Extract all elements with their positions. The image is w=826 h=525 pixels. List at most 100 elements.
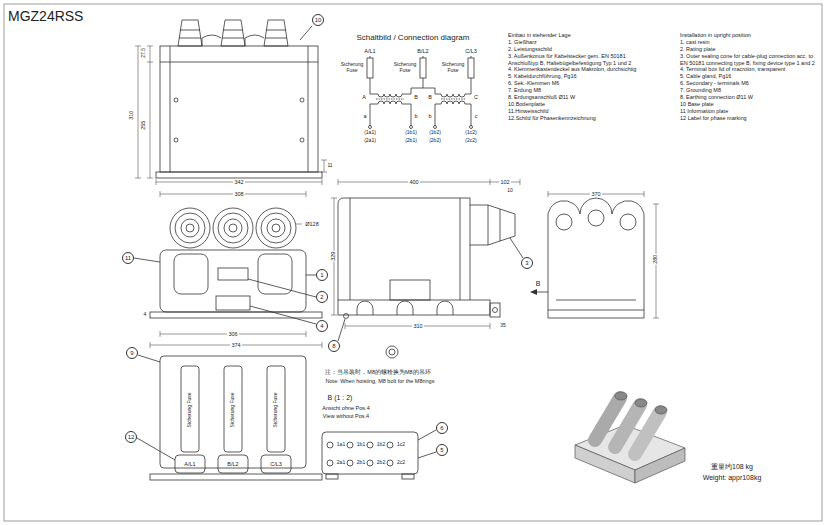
text-label: 1b1: [357, 442, 365, 448]
parts-list-item: 4. Terminal box lid of macrolon, transpa…: [680, 66, 816, 73]
callout-number: 9: [126, 347, 138, 359]
text-label: 2c2: [397, 460, 405, 466]
callout-number: 11: [122, 252, 134, 264]
parts-list-item: Installation in upright position: [680, 32, 816, 39]
parts-list-item: 2. Leistungsschild: [508, 46, 643, 53]
callout-number-text: 2: [320, 294, 323, 300]
text-label: Sicherung Fuse: [273, 392, 279, 427]
callout-number: 3: [521, 257, 533, 269]
callout-number: 12: [125, 431, 137, 443]
text-label: 4: [144, 312, 147, 318]
text-label: 1a1: [337, 442, 345, 448]
text-label: A/L1: [184, 461, 195, 467]
text-label: (1b1): [405, 130, 417, 136]
callout-number-text: 11: [125, 255, 131, 261]
parts-list-item: 4. Klemmenkastendeckel aus Makrolon, dur…: [508, 66, 643, 73]
dimension-label: 342: [233, 179, 244, 185]
text-label: C/L3: [270, 461, 282, 467]
callout-number: 8: [328, 340, 340, 352]
parts-list-item: 12.Schild für Phasenkennzeichnung: [508, 115, 643, 122]
drawing-title: MGZ24RSS: [8, 8, 83, 24]
callout-number-text: 8: [332, 343, 335, 349]
parts-list-item: 10 Base plate: [680, 101, 816, 108]
text-label: B: [414, 94, 418, 100]
text-label: B: [428, 94, 432, 100]
text-label: 255: [141, 120, 147, 129]
text-label: (2b1): [405, 138, 417, 144]
parts-list-item: 8. Erdungsanschluß Ø11 W: [508, 94, 643, 101]
parts-list: Einbau in stehender Lage1. Gießharz2. Le…: [508, 32, 643, 121]
text-label: a: [363, 113, 366, 119]
text-label: (1a1): [364, 130, 376, 136]
text-label: Ø128: [305, 221, 318, 227]
text-label: C/L3: [465, 48, 477, 54]
parts-list-item: 5. Kabeldurchführung, Pg16: [508, 73, 643, 80]
text-label: c: [475, 113, 478, 119]
parts-list-item: 7. Erdung M8: [508, 87, 643, 94]
text-label: 27.5: [141, 48, 147, 58]
parts-list: Installation in upright position1. cast …: [680, 32, 816, 121]
parts-list-item: 11 Information plate: [680, 108, 816, 115]
text-label: Sicherung Fuse: [440, 62, 466, 74]
text-label: b: [428, 113, 431, 119]
text-label: B (1 : 2): [328, 394, 353, 402]
callout-number: 1: [316, 269, 328, 281]
parts-list-item: 8. Earthing connection Ø11 W: [680, 94, 816, 101]
text-label: View without Pos.4: [323, 413, 369, 419]
text-label: 35: [500, 323, 506, 329]
callout-number: 2: [316, 291, 328, 303]
text-label: 11: [327, 163, 332, 169]
text-label: 1b2: [377, 442, 385, 448]
parts-list-item: 11.Hinweisschild: [508, 108, 643, 115]
dimension-label: 102: [499, 179, 510, 185]
text-label: 2a1: [337, 460, 345, 466]
text-label: (2c2): [465, 138, 476, 144]
dimension-label: 310: [412, 323, 423, 329]
parts-list-item: 1. Gießharz: [508, 39, 643, 46]
isometric-view: [575, 392, 685, 483]
parts-list-item: 2. Rating plate: [680, 46, 816, 53]
text-label: (2a1): [364, 138, 376, 144]
callout-number-text: 3: [525, 260, 528, 266]
dimension-label: 400: [408, 179, 419, 185]
parts-list-item: 3. Außenkonus für Kabelstecker gem. EN 5…: [508, 53, 643, 67]
dimension-label: 306: [227, 331, 238, 337]
text-label: Sicherung Fuse: [230, 392, 236, 427]
callout-number-text: 4: [320, 323, 323, 329]
dimension-label: 329: [331, 250, 337, 261]
callout-number-text: 5: [440, 447, 443, 453]
text-label: Note: When hoisting, M8 bolt for the M8r…: [326, 378, 435, 384]
text-label: 注：当吊装时，M8的螺栓换为M8的吊环: [325, 369, 430, 375]
callout-number: 5: [436, 444, 448, 456]
text-label: B: [536, 280, 541, 288]
text-label: A/L1: [364, 48, 375, 54]
text-label: Schaltbild / Connection diagram: [357, 33, 470, 42]
parts-list-item: 12 Label for phase marking: [680, 115, 816, 122]
callout-number-text: 6: [440, 425, 443, 431]
callout-number-text: 12: [128, 434, 135, 440]
dimension-label: 374: [230, 342, 241, 348]
text-label: Sicherung Fuse: [392, 62, 418, 74]
text-label: b: [414, 113, 417, 119]
text-label: Weight: appr108kg: [703, 474, 762, 482]
dimension-label: 280: [653, 253, 659, 264]
text-label: B/L2: [417, 48, 428, 54]
text-label: 1c2: [397, 442, 405, 448]
parts-list-item: Einbau in stehender Lage: [508, 32, 643, 39]
parts-list-item: 7. Grounding M8: [680, 87, 816, 94]
parts-list-item: 1. cast resin: [680, 39, 816, 46]
text-label: Ansicht ohne Pos.4: [322, 405, 369, 411]
callout-number: 4: [316, 320, 328, 332]
text-label: 2b2: [377, 460, 385, 466]
parts-list-item: 3. Outer sealing cone for cable-plug con…: [680, 53, 816, 67]
text-label: 310: [129, 110, 135, 119]
callout-number-text: 1: [320, 272, 323, 278]
callout-number-text: 10: [315, 17, 322, 23]
parts-list-item: 10.Bodenplatte: [508, 101, 643, 108]
parts-list-item: 5. Cable gland, Pg16: [680, 73, 816, 80]
callout-number: 10: [312, 14, 324, 26]
text-label: (1c2): [465, 130, 476, 136]
dimension-label: 308: [233, 191, 244, 197]
text-label: B/L2: [227, 461, 238, 467]
